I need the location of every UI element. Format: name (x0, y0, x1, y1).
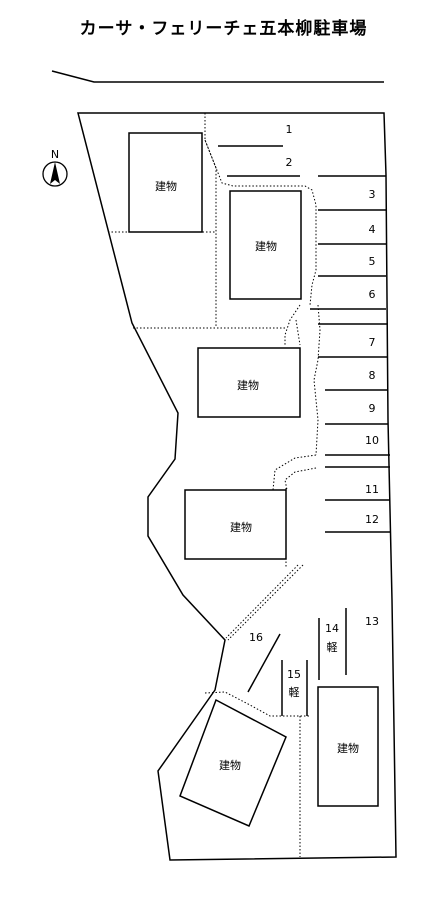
space-line (247, 633, 281, 693)
building-label: 建物 (219, 758, 241, 772)
access-path (295, 319, 301, 346)
space-number: 9 (369, 402, 376, 415)
building (184, 489, 287, 560)
space-number: 10 (365, 434, 379, 447)
road-line (51, 70, 384, 83)
page-title: カーサ・フェリーチェ五本柳駐車場 (79, 19, 368, 39)
lot-boundary (77, 112, 397, 861)
access-path (204, 139, 317, 306)
access-path (284, 467, 317, 491)
space-number: 16 (249, 631, 263, 644)
space-number: 4 (369, 223, 376, 236)
space-number: 5 (369, 255, 376, 268)
space-number: 15 (287, 668, 301, 681)
space-number: 2 (286, 156, 293, 169)
access-path (225, 564, 299, 639)
space-number: 13 (365, 615, 379, 628)
building (197, 347, 301, 418)
space-number: 12 (365, 513, 379, 526)
compass-north-label: N (51, 148, 59, 161)
space-number: 1 (286, 123, 293, 136)
space-number: 3 (369, 188, 376, 201)
access-path (313, 304, 321, 456)
space-number: 8 (369, 369, 376, 382)
space-number: 6 (369, 288, 376, 301)
building-label: 建物 (230, 520, 252, 534)
access-path (272, 454, 317, 491)
building-label: 建物 (155, 179, 177, 193)
access-path (227, 564, 304, 641)
building (128, 132, 203, 233)
building-label: 建物 (337, 741, 359, 755)
building (179, 698, 287, 827)
north-compass-icon: N (42, 148, 68, 187)
access-path (204, 691, 310, 717)
space-number: 11 (365, 483, 379, 496)
building (229, 190, 302, 300)
space-number: 14 (325, 622, 339, 635)
access-path (284, 304, 301, 345)
divider-top (204, 113, 217, 326)
space-number: 7 (369, 336, 376, 349)
building (317, 686, 379, 807)
building-label: 建物 (237, 378, 259, 392)
building-label: 建物 (255, 239, 277, 253)
kei-label: 軽 (289, 686, 300, 699)
kei-label: 軽 (327, 641, 338, 654)
